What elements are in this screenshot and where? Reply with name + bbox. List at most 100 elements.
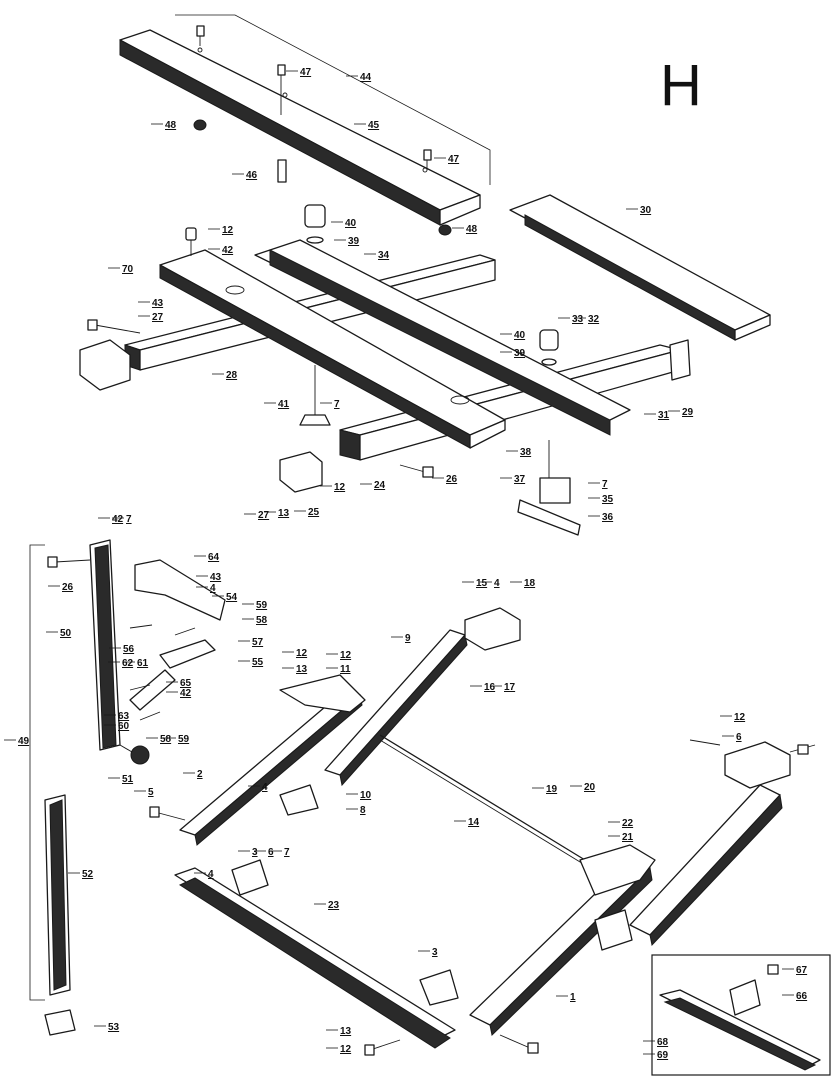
callout-label: 12 xyxy=(334,482,346,493)
callout-label: 27 xyxy=(258,510,270,521)
callout-label: 17 xyxy=(504,682,516,693)
callout-label: 26 xyxy=(446,474,458,485)
callout-label: 21 xyxy=(622,832,634,843)
corner-frame xyxy=(579,844,656,896)
callout-label: 18 xyxy=(524,578,536,589)
callout-label: 19 xyxy=(546,784,558,795)
rail-23 xyxy=(174,867,456,1049)
callout-label: 52 xyxy=(82,869,94,880)
callout-label: 26 xyxy=(62,582,74,593)
callout-label: 24 xyxy=(374,480,386,491)
callout-label: 63 xyxy=(118,711,130,722)
rail-2 xyxy=(179,689,363,846)
group-bracket-44 xyxy=(175,14,491,185)
screws-47 xyxy=(196,25,432,170)
callout-label: 35 xyxy=(602,494,614,505)
callout-label: 39 xyxy=(348,236,360,247)
callout-label: 42 xyxy=(112,514,124,525)
callout-label: 62 xyxy=(122,658,134,669)
small-screws-left xyxy=(47,556,196,721)
callout-label: 36 xyxy=(602,512,614,523)
callout-label: 23 xyxy=(328,900,340,911)
callout-label: 1 xyxy=(570,992,576,1003)
callout-label: 59 xyxy=(178,734,190,745)
callout-label: 51 xyxy=(122,774,134,785)
callout-label: 7 xyxy=(126,514,132,525)
bracket-4-mid xyxy=(279,784,319,816)
callout-label: 41 xyxy=(278,399,290,410)
callout-label: 3 xyxy=(252,847,258,858)
callout-label: 55 xyxy=(252,657,264,668)
callout-label: 66 xyxy=(796,991,808,1002)
bolt-26-bottom xyxy=(399,464,434,478)
bracket-11 xyxy=(279,674,366,713)
callout-label: 45 xyxy=(368,120,380,131)
callout-label: 4 xyxy=(494,578,500,589)
callout-label: 37 xyxy=(514,474,526,485)
rod-38 xyxy=(517,440,581,536)
callout-label: 5 xyxy=(148,787,154,798)
block-15 xyxy=(464,607,521,651)
callout-label: 58 xyxy=(160,734,172,745)
callout-label: 50 xyxy=(60,628,72,639)
callout-label: 13 xyxy=(278,508,290,519)
callout-label: 2 xyxy=(197,769,203,780)
callout-label: 4 xyxy=(210,583,216,594)
knob-40-right xyxy=(539,329,559,366)
strip-52 xyxy=(44,794,71,996)
top-cover-plate xyxy=(119,29,481,226)
guide-rail-34 xyxy=(254,239,631,436)
callout-label: 38 xyxy=(520,447,532,458)
callout-label: 3 xyxy=(432,947,438,958)
callout-label: 47 xyxy=(300,67,312,78)
callout-label: 49 xyxy=(18,736,30,747)
block-right xyxy=(724,741,791,789)
bracket-3-bottom xyxy=(419,969,459,1006)
group-bracket-49 xyxy=(29,544,45,1001)
callout-label: 48 xyxy=(466,224,478,235)
callout-label: 53 xyxy=(108,1022,120,1033)
lever-55 xyxy=(129,639,216,711)
pin-46 xyxy=(277,159,287,183)
callout-label: 54 xyxy=(226,592,238,603)
callout-label: 28 xyxy=(226,370,238,381)
callout-label: 42 xyxy=(222,245,234,256)
callout-label: 27 xyxy=(152,312,164,323)
callout-label: 43 xyxy=(210,572,222,583)
callout-label: 20 xyxy=(584,782,596,793)
callout-label: 4 xyxy=(208,869,214,880)
callout-label: 9 xyxy=(405,633,411,644)
callout-label: 58 xyxy=(256,615,268,626)
callout-label: 46 xyxy=(246,170,258,181)
bracket-54 xyxy=(134,559,226,621)
callout-label: 22 xyxy=(622,818,634,829)
rail-1 xyxy=(469,859,653,1036)
callout-label: 40 xyxy=(345,218,357,229)
knob-40-top xyxy=(304,204,326,244)
callout-label: 6 xyxy=(736,732,742,743)
callout-label: 44 xyxy=(360,72,372,83)
callout-label: 43 xyxy=(152,298,164,309)
callout-label: 6 xyxy=(268,847,274,858)
callout-label: 14 xyxy=(468,817,480,828)
callout-label: 7 xyxy=(602,479,608,490)
bracket-3-left xyxy=(231,859,269,896)
callout-label: 8 xyxy=(360,805,366,816)
callout-label: 64 xyxy=(208,552,220,563)
callout-label: 61 xyxy=(137,658,149,669)
callout-label: 47 xyxy=(448,154,460,165)
callout-label: 33 xyxy=(572,314,584,325)
callout-label: 60 xyxy=(118,721,130,732)
callout-label: 10 xyxy=(360,790,372,801)
callout-label: 30 xyxy=(640,205,652,216)
callout-label: 7 xyxy=(284,847,290,858)
callout-label: 29 xyxy=(682,407,694,418)
end-cap-29 xyxy=(669,339,691,381)
callout-label: 59 xyxy=(256,600,268,611)
callout-label: 12 xyxy=(340,650,352,661)
callout-label: 39 xyxy=(514,348,526,359)
callout-label: 32 xyxy=(588,314,600,325)
bracket-lower-right xyxy=(594,909,633,951)
